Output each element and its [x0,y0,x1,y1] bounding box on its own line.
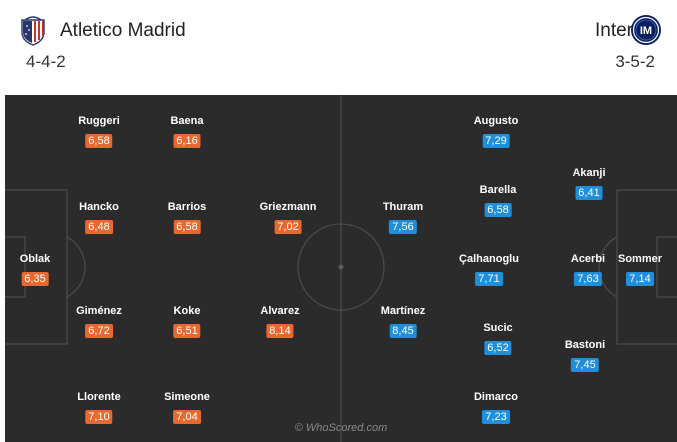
player-martinez[interactable]: Martínez 8,45 [380,305,426,339]
player-name: Baena [170,115,204,127]
player-rating-badge: 6,48 [85,220,113,234]
player-thuram[interactable]: Thuram 7,56 [383,201,423,235]
player-rating-badge: 6,35 [21,272,49,286]
player-ruggeri[interactable]: Ruggeri 6,58 [78,115,120,149]
player-name: Dimarco [473,391,519,403]
player-rating-badge: 6,72 [85,324,113,338]
player-name: Giménez [76,305,122,317]
player-baena[interactable]: Baena 6,16 [170,115,204,149]
player-rating-badge: 7,45 [571,358,599,372]
player-rating-badge: 6,58 [484,203,512,217]
player-augusto[interactable]: Augusto 7,29 [473,115,519,149]
player-name: Acerbi [570,253,606,265]
player-rating-badge: 8,14 [266,324,294,338]
player-name: Augusto [473,115,519,127]
player-rating-badge: 7,14 [626,272,654,286]
whoscored-watermark: © WhoScored.com [294,422,388,434]
player-griezmann[interactable]: Griezmann 7,02 [259,201,317,235]
home-formation: 4-4-2 [26,52,66,71]
player-oblak[interactable]: Oblak 6,35 [19,253,51,287]
player-simeone[interactable]: Simeone 7,04 [164,391,210,425]
home-team-name[interactable]: Atletico Madrid [60,20,186,41]
player-rating-badge: 6,41 [575,186,603,200]
svg-text:IM: IM [640,25,652,37]
player-rating-badge: 6,58 [85,134,113,148]
player-name: Akanji [572,167,606,179]
player-sucic[interactable]: Sucic 6,52 [483,322,513,356]
player-llorente[interactable]: Llorente 7,10 [77,391,121,425]
player-name: Çalhanoglu [459,253,519,265]
player-rating-badge: 6,51 [173,324,201,338]
player-barrios[interactable]: Barrios 6,58 [167,201,207,235]
player-gimenez[interactable]: Giménez 6,72 [76,305,122,339]
player-name: Llorente [77,391,121,403]
player-rating-badge: 8,45 [389,324,417,338]
player-name: Hancko [79,201,119,213]
match-header: Atletico Madrid 4-4-2 Inter IM 3-5-2 [0,0,677,90]
player-name: Oblak [19,253,51,265]
player-rating-badge: 7,56 [389,220,417,234]
player-alvarez[interactable]: Alvarez 8,14 [260,305,300,339]
player-akanji[interactable]: Akanji 6,41 [572,167,606,201]
player-rating-badge: 7,02 [274,220,302,234]
inter-crest-icon: IM [631,15,661,45]
player-name: Alvarez [260,305,300,317]
player-name: Thuram [382,201,424,213]
player-name: Koke [173,305,201,317]
player-barella[interactable]: Barella 6,58 [479,184,517,218]
player-name: Martínez [380,305,426,317]
player-rating-badge: 6,16 [173,134,201,148]
player-bastoni[interactable]: Bastoni 7,45 [565,339,605,373]
player-name: Ruggeri [78,115,120,127]
away-formation: 3-5-2 [615,52,655,71]
player-rating-badge: 7,04 [173,410,201,424]
player-name: Simeone [164,391,210,403]
player-rating-badge: 6,52 [484,341,512,355]
pitch: Oblak 6,35 Ruggeri 6,58 Hancko 6,48 Gimé… [5,95,677,442]
away-team-name[interactable]: Inter [594,20,633,41]
player-rating-badge: 6,58 [173,220,201,234]
player-name: Griezmann [259,201,317,213]
player-rating-badge: 7,29 [482,134,510,148]
pitch-markings [5,95,677,442]
player-rating-badge: 7,71 [475,272,503,286]
player-name: Barrios [167,201,207,213]
player-name: Barella [479,184,517,196]
player-acerbi[interactable]: Acerbi 7,63 [571,253,605,287]
player-name: Sucic [483,322,513,334]
player-sommer[interactable]: Sommer 7,14 [618,253,662,287]
player-name: Sommer [617,253,663,265]
player-koke[interactable]: Koke 6,51 [173,305,201,339]
atletico-madrid-crest-icon [21,16,45,46]
player-rating-badge: 7,10 [85,410,113,424]
player-rating-badge: 7,63 [574,272,602,286]
player-rating-badge: 7,23 [482,410,510,424]
player-hancko[interactable]: Hancko 6,48 [79,201,119,235]
player-name: Bastoni [564,339,606,351]
player-calhanoglu[interactable]: Çalhanoglu 7,71 [459,253,519,287]
player-dimarco[interactable]: Dimarco 7,23 [474,391,518,425]
